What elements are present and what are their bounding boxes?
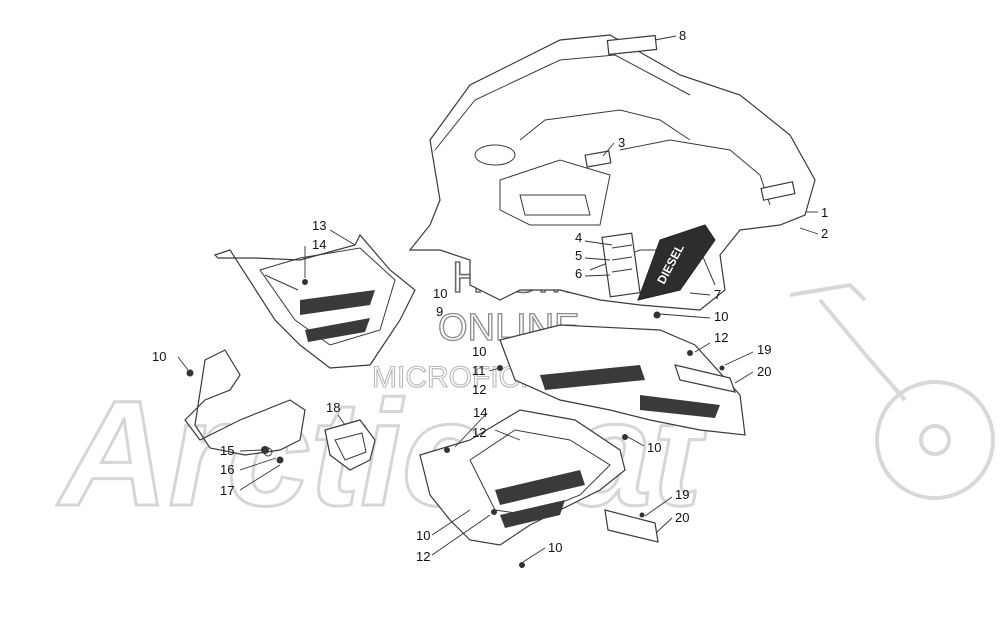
- callout-8: 8: [679, 28, 686, 43]
- watermark-motorcycle-icon: [789, 282, 995, 500]
- callout-4: 4: [575, 230, 582, 245]
- callout-9: 9: [436, 304, 443, 319]
- fastener-12-right: [687, 350, 693, 356]
- callout-7: 7: [714, 287, 721, 302]
- callout-10-right: 10: [714, 309, 728, 324]
- fastener-10-left: [186, 369, 194, 377]
- callout-5: 5: [575, 248, 582, 263]
- callout-13: 13: [312, 218, 326, 233]
- callout-6: 6: [575, 266, 582, 281]
- reflector-decal: [760, 181, 796, 201]
- callout-10-left: 10: [152, 349, 166, 364]
- callout-12-mid: 12: [472, 382, 486, 397]
- callout-12-bottom: 12: [416, 549, 430, 564]
- fastener-19-lower: [639, 512, 645, 518]
- callout-10-mid: 10: [472, 344, 486, 359]
- callout-10-top: 10: [433, 286, 447, 301]
- callout-12-right: 12: [714, 330, 728, 345]
- washer-16: [263, 447, 273, 457]
- fasteners: [186, 279, 725, 568]
- callout-labels: 1 2 3 4 5 6 7 8 9 10 10 10 10 10 10 10 1…: [152, 28, 828, 564]
- screw-14-lower: [444, 447, 450, 453]
- left-footwell: [213, 233, 416, 369]
- bracket-18: [324, 419, 376, 471]
- fastener-10-bottom: [519, 562, 525, 568]
- callout-1: 1: [821, 205, 828, 220]
- callout-15: 15: [220, 443, 234, 458]
- right-footwell: [419, 409, 626, 546]
- callout-19-lower: 19: [675, 487, 689, 502]
- left-mudguard: [184, 349, 306, 456]
- callout-10-lower-left: 10: [416, 528, 430, 543]
- fender-decal-7: DIESEL: [637, 224, 716, 301]
- fastener-10-mid: [622, 434, 628, 440]
- fastener-12-bottom: [491, 509, 497, 515]
- screw-14-upper: [302, 279, 308, 285]
- callout-16: 16: [220, 462, 234, 477]
- callout-18: 18: [326, 400, 340, 415]
- callout-2: 2: [821, 226, 828, 241]
- callout-20-upper: 20: [757, 364, 771, 379]
- callout-17: 17: [220, 483, 234, 498]
- callout-20-lower: 20: [675, 510, 689, 525]
- footrest-strip-upper: [674, 364, 736, 393]
- callout-3: 3: [618, 135, 625, 150]
- top-decal-8: [606, 34, 658, 56]
- callout-19-upper: 19: [757, 342, 771, 357]
- callout-10-lower-right: 10: [647, 440, 661, 455]
- callout-10-bottom: 10: [548, 540, 562, 555]
- footrest-strip-lower: [604, 509, 659, 543]
- fastener-19-upper: [719, 365, 725, 371]
- leader-lines: [177, 35, 819, 563]
- callout-12-lower: 12: [472, 425, 486, 440]
- footrest-panel: [499, 324, 746, 436]
- fastener-10-right: [653, 311, 661, 319]
- nut-17: [276, 456, 284, 464]
- callout-11: 11: [472, 363, 486, 378]
- warning-decals: [601, 232, 641, 298]
- callout-14-lower: 14: [473, 405, 487, 420]
- callout-14-upper: 14: [312, 237, 326, 252]
